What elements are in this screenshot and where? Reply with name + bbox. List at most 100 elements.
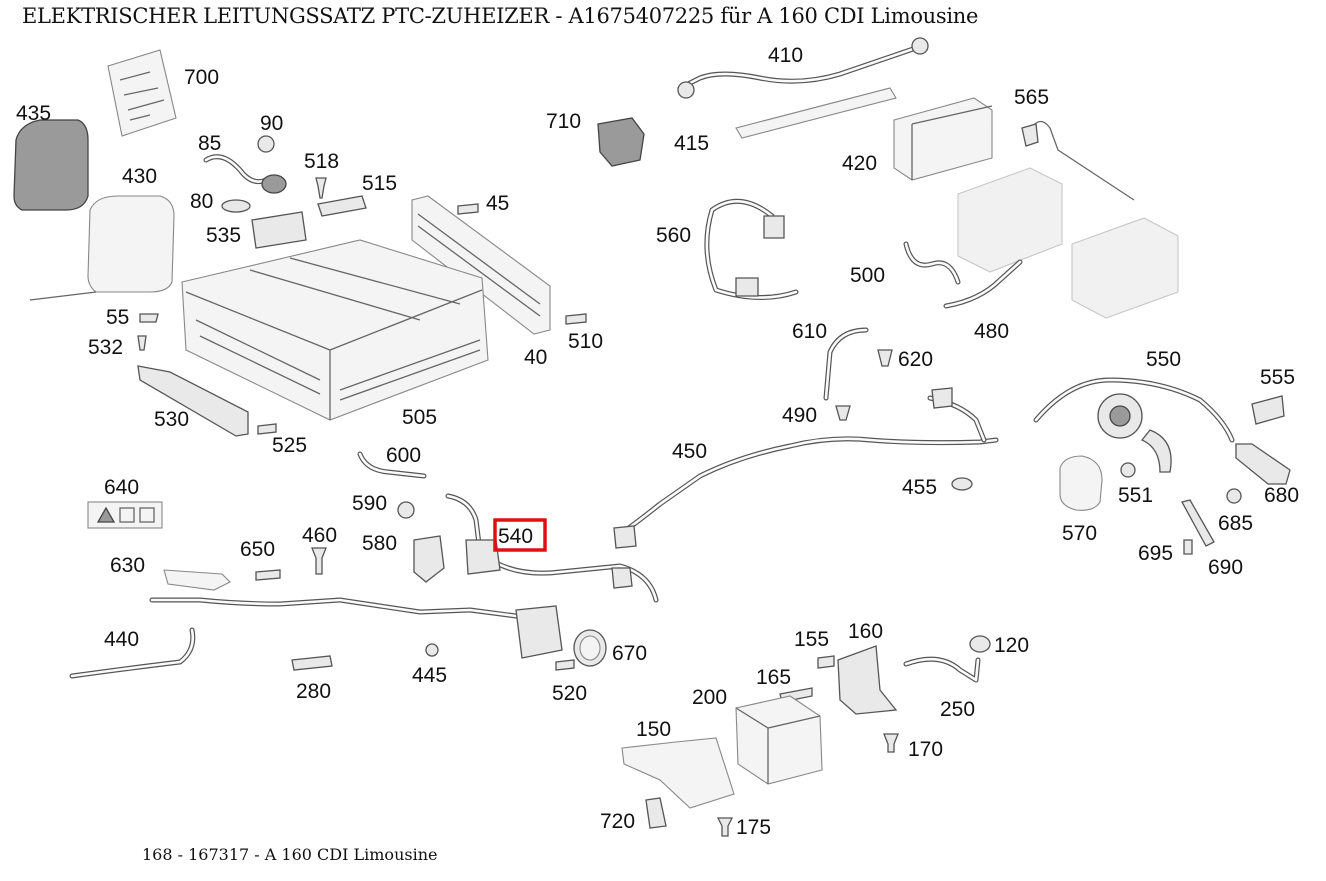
part-label-570[interactable]: 570	[1062, 522, 1097, 545]
part-551-cap[interactable]	[1120, 462, 1136, 478]
part-label-170[interactable]: 170	[908, 738, 943, 761]
part-label-80[interactable]: 80	[190, 190, 213, 213]
part-label-565[interactable]: 565	[1014, 86, 1049, 109]
part-label-175[interactable]: 175	[736, 816, 771, 839]
part-480-cable[interactable]	[943, 259, 1023, 309]
part-label-685[interactable]: 685	[1218, 512, 1253, 535]
part-label-680[interactable]: 680	[1264, 484, 1299, 507]
part-550-charging-socket[interactable]	[1033, 377, 1235, 473]
part-label-532[interactable]: 532	[88, 336, 123, 359]
part-label-435[interactable]: 435	[16, 102, 51, 125]
part-label-540[interactable]: 540	[498, 525, 533, 548]
part-600-cable[interactable]	[357, 451, 427, 479]
part-label-200[interactable]: 200	[692, 686, 727, 709]
part-280-connector[interactable]	[291, 655, 333, 671]
part-430-bag[interactable]	[29, 195, 175, 301]
part-label-90[interactable]: 90	[260, 112, 283, 135]
part-85-hose[interactable]	[203, 154, 269, 185]
part-label-455[interactable]: 455	[902, 476, 937, 499]
part-label-690[interactable]: 690	[1208, 556, 1243, 579]
part-640-warning-label[interactable]	[87, 501, 163, 529]
part-label-415[interactable]: 415	[674, 132, 709, 155]
part-445-grommet[interactable]	[425, 643, 439, 657]
part-518-bolt[interactable]	[315, 177, 327, 199]
part-150-bracket[interactable]	[621, 737, 735, 809]
part-label-560[interactable]: 560	[656, 224, 691, 247]
part-label-580[interactable]: 580	[362, 532, 397, 555]
part-455-grommet[interactable]	[951, 477, 973, 491]
part-label-420[interactable]: 420	[842, 152, 877, 175]
part-label-250[interactable]: 250	[940, 698, 975, 721]
part-565-cable[interactable]	[1021, 120, 1135, 201]
part-label-610[interactable]: 610	[792, 320, 827, 343]
part-695-clip[interactable]	[1183, 539, 1193, 555]
part-label-40[interactable]: 40	[524, 346, 547, 369]
part-label-695[interactable]: 695	[1138, 542, 1173, 565]
part-label-160[interactable]: 160	[848, 620, 883, 643]
part-label-480[interactable]: 480	[974, 320, 1009, 343]
part-535-module[interactable]	[251, 211, 307, 249]
part-440-cable[interactable]	[69, 627, 196, 679]
part-420-case[interactable]	[893, 97, 993, 181]
part-label-165[interactable]: 165	[756, 666, 791, 689]
part-90-clip[interactable]	[257, 135, 275, 153]
part-label-430[interactable]: 430	[122, 165, 157, 188]
part-label-555[interactable]: 555	[1260, 366, 1295, 389]
part-label-150[interactable]: 150	[636, 718, 671, 741]
part-label-505[interactable]: 505	[402, 406, 437, 429]
part-label-85[interactable]: 85	[198, 132, 221, 155]
part-700-manual[interactable]	[107, 49, 177, 137]
part-label-535[interactable]: 535	[206, 224, 241, 247]
part-80-ring[interactable]	[221, 199, 251, 213]
part-170-bolt[interactable]	[883, 733, 899, 753]
part-155-bolt[interactable]	[817, 655, 835, 669]
part-label-445[interactable]: 445	[412, 664, 447, 687]
part-460-bolt[interactable]	[311, 547, 327, 575]
part-label-45[interactable]: 45	[486, 192, 509, 215]
part-500-cable[interactable]	[903, 241, 961, 285]
part-555-bracket[interactable]	[1251, 395, 1285, 425]
part-710-pump[interactable]	[597, 117, 645, 167]
part-515-bracket[interactable]	[317, 195, 367, 217]
part-415-strap[interactable]	[735, 87, 897, 139]
part-690-strip[interactable]	[1181, 499, 1215, 547]
part-720-clip[interactable]	[645, 797, 667, 829]
part-label-551[interactable]: 551	[1118, 484, 1153, 507]
part-685-grommet[interactable]	[1226, 488, 1242, 504]
part-main-harness[interactable]	[149, 597, 563, 659]
part-650-bolt[interactable]	[255, 569, 281, 581]
part-680-bracket[interactable]	[1235, 443, 1291, 485]
part-label-460[interactable]: 460	[302, 524, 337, 547]
part-label-530[interactable]: 530	[154, 408, 189, 431]
part-label-600[interactable]: 600	[386, 444, 421, 467]
part-55-bolt[interactable]	[139, 313, 159, 323]
part-610-cable[interactable]	[823, 327, 869, 401]
part-label-155[interactable]: 155	[794, 628, 829, 651]
part-label-720[interactable]: 720	[600, 810, 635, 833]
part-45-bolt[interactable]	[457, 203, 479, 215]
part-580-bracket[interactable]	[413, 535, 445, 583]
part-410-charging-cable[interactable]	[677, 37, 929, 99]
part-clamp[interactable]	[261, 174, 287, 194]
part-590-grommet[interactable]	[397, 501, 415, 519]
part-label-280[interactable]: 280	[296, 680, 331, 703]
part-label-55[interactable]: 55	[106, 306, 129, 329]
part-450-harness[interactable]	[613, 387, 999, 549]
part-160-bracket[interactable]	[837, 645, 898, 715]
part-630-duct[interactable]	[163, 569, 231, 591]
part-label-710[interactable]: 710	[546, 110, 581, 133]
part-175-bolt[interactable]	[716, 817, 734, 837]
part-label-650[interactable]: 650	[240, 538, 275, 561]
part-530-bracket[interactable]	[137, 365, 249, 437]
part-532-clip[interactable]	[137, 335, 147, 351]
part-label-670[interactable]: 670	[612, 642, 647, 665]
part-510-bolt[interactable]	[565, 313, 587, 325]
part-200-heater[interactable]	[735, 695, 823, 785]
part-label-410[interactable]: 410	[768, 44, 803, 67]
part-label-518[interactable]: 518	[304, 150, 339, 173]
part-525-bolt[interactable]	[257, 423, 277, 435]
part-490-clip[interactable]	[835, 405, 851, 421]
part-label-510[interactable]: 510	[568, 330, 603, 353]
part-40-rail[interactable]	[411, 195, 551, 335]
part-label-500[interactable]: 500	[850, 264, 885, 287]
